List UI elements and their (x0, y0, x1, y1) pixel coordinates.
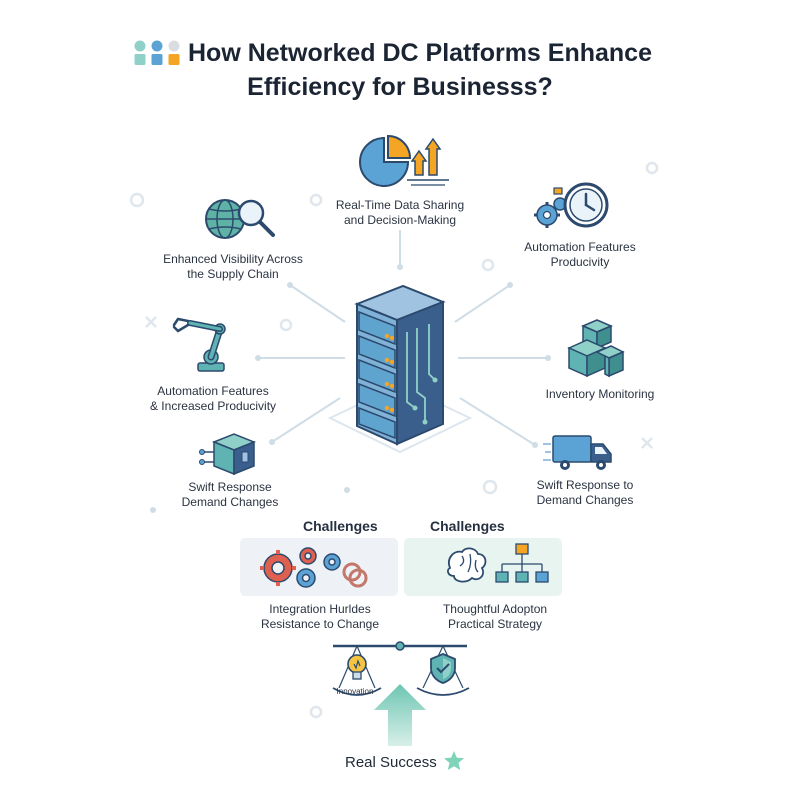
challenges-label-right: Thoughtful Adopton Practical Strategy (400, 602, 590, 632)
challenges-label-line: Practical Strategy (447, 617, 543, 631)
shield-check-icon (428, 652, 458, 684)
lightbulb-icon (345, 652, 369, 684)
challenges-panel-left (240, 538, 398, 596)
node-label-top-center: Real-Time Data Sharing and Decision-Maki… (310, 198, 490, 228)
node-label-line: Enhanced Visibility Across (163, 252, 303, 266)
node-label-line: Swift Response (188, 480, 272, 494)
challenges-panel-right (404, 538, 562, 596)
gears-icon (260, 547, 368, 588)
challenges-label-left: Integration Hurldes Resistance to Change (225, 602, 415, 632)
challenges-heading-right: Challenges (430, 518, 505, 534)
node-label-mid-right: Inventory Monitoring (525, 387, 675, 402)
title-line-1: How Networked DC Platforms Enhance (188, 39, 652, 67)
node-label-top-left: Enhanced Visibility Across the Supply Ch… (148, 252, 318, 282)
node-label-line: Inventory Monitoring (545, 387, 655, 401)
logo-icon (133, 40, 187, 70)
delivery-truck-icon (543, 432, 615, 474)
brain-org-chart-icon (447, 543, 549, 583)
node-label-mid-left: Automation Features & Increased Produciv… (128, 384, 298, 414)
title-line-2: Efficiency for Businesss? (247, 73, 553, 101)
challenges-label-line: Integration Hurldes (269, 602, 371, 616)
server-rack-icon (345, 282, 455, 452)
node-label-line: Swift Response to (536, 478, 634, 492)
pie-chart-growth-icon (357, 134, 452, 190)
node-label-low-left: Swift Response Demand Changes (150, 480, 310, 510)
node-label-line: the Supply Chain (187, 267, 279, 281)
up-arrow-icon (372, 682, 428, 748)
node-label-line: Automation Features (524, 240, 636, 254)
challenges-heading-left: Challenges (303, 518, 378, 534)
star-icon (443, 750, 465, 772)
challenges-label-line: Thoughtful Adopton (442, 602, 548, 616)
node-label-low-right: Swift Response to Demand Changes (505, 478, 665, 508)
globe-magnifier-icon (203, 195, 278, 245)
node-label-line: Demand Changes (536, 493, 634, 507)
package-network-icon (198, 430, 260, 478)
innovation-label: Innovation (336, 687, 374, 696)
node-label-line: Automation Features (157, 384, 269, 398)
challenges-label-line: Resistance to Change (260, 617, 380, 631)
node-label-line: and Decision-Making (343, 213, 457, 227)
node-label-line: & Increased Producivity (149, 399, 277, 413)
node-label-top-right: Automation Features Producivity (500, 240, 660, 270)
node-label-line: Producivity (550, 255, 610, 269)
stacked-boxes-icon (565, 318, 625, 380)
page-title: How Networked DC Platforms Enhance Effic… (0, 36, 800, 104)
robot-arm-icon (168, 315, 238, 375)
node-label-line: Real-Time Data Sharing (335, 198, 465, 212)
node-label-line: Demand Changes (181, 495, 279, 509)
gears-clock-icon (532, 180, 612, 235)
real-success-label: Real Success (345, 754, 437, 771)
